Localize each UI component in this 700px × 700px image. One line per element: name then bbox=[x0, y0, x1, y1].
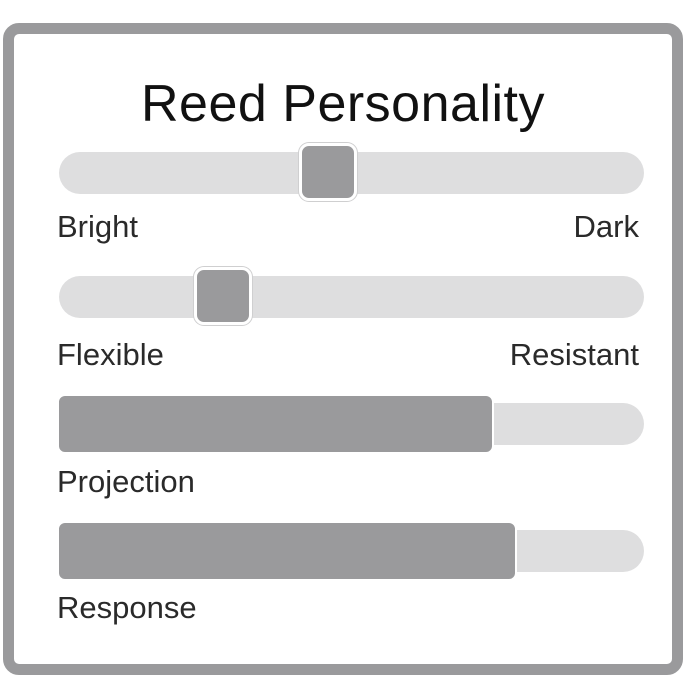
response-label: Response bbox=[57, 590, 197, 625]
bright-dark-slider-handle[interactable] bbox=[299, 143, 358, 201]
dark-label: Dark bbox=[573, 209, 639, 244]
flexible-label: Flexible bbox=[57, 337, 164, 372]
page-title: Reed Personality bbox=[141, 75, 545, 133]
projection-bar-fill bbox=[57, 394, 494, 454]
projection-label: Projection bbox=[57, 464, 195, 499]
resistant-label: Resistant bbox=[509, 337, 639, 372]
reed-personality-card: Reed Personality Bright Dark Flexible Re… bbox=[3, 23, 683, 675]
projection-bar-track bbox=[57, 394, 644, 454]
response-bar-track bbox=[57, 521, 644, 581]
response-bar-fill bbox=[57, 521, 518, 581]
bright-dark-slider-track[interactable] bbox=[59, 143, 644, 201]
bright-label: Bright bbox=[57, 209, 138, 244]
flexible-resistant-slider-track[interactable] bbox=[59, 267, 644, 325]
flexible-resistant-slider-handle[interactable] bbox=[193, 267, 252, 325]
